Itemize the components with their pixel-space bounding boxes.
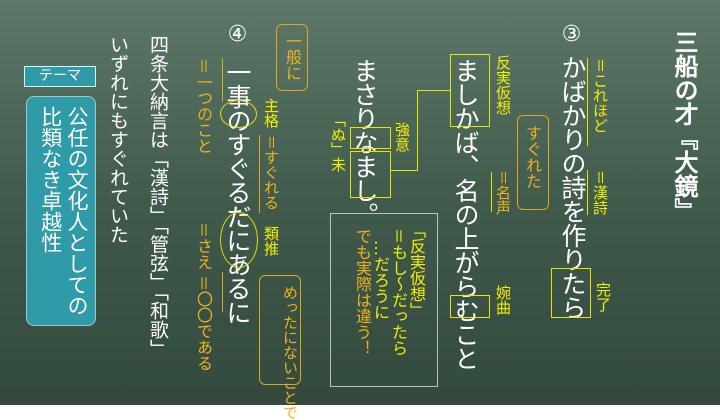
circle-no	[220, 100, 257, 128]
slide-title: 三船の才『大鏡』	[670, 30, 698, 222]
note-line-4: でも実際は違う！	[353, 228, 372, 356]
box-mashi	[450, 54, 490, 127]
gloss-sugureta: すぐれた	[523, 125, 542, 189]
box-tara	[551, 268, 591, 318]
section-number-4: ④	[225, 22, 250, 47]
circle-dani	[220, 212, 258, 268]
label-shukaku: 主格	[262, 98, 280, 128]
bubble-ippan	[276, 24, 308, 91]
kobun-line-1: かばかりの詩を作りたら	[558, 55, 587, 319]
label-enkyoku: 婉曲	[494, 285, 512, 315]
section-number-3: ③	[559, 22, 584, 47]
gloss-korehodo: ＝これほど	[591, 58, 609, 134]
note-line-2: ＝もし〜だったら	[389, 228, 408, 357]
box-mashi-2	[350, 151, 391, 198]
note-box	[330, 213, 438, 387]
note-line-3: …だろうに	[371, 240, 390, 320]
label-kanryo: 完了	[594, 282, 612, 312]
summary-line-2: いずれにもすぐれていた	[107, 35, 129, 244]
gloss-sugureru: ＝すぐれる	[262, 135, 280, 211]
theme-badge: テーマ	[24, 66, 96, 87]
kobun-line-2: ましかば、名の上がらむこと	[451, 58, 480, 370]
gloss-meisei: ＝名声	[494, 170, 512, 216]
gloss-mettaninai: めったにないことで	[281, 285, 299, 420]
gloss-hitotsu: ＝一つのこと	[194, 58, 213, 155]
note-line-1: 「反実仮想」	[407, 222, 426, 318]
label-kyoui: 強意	[393, 122, 411, 152]
kobun-line-3: まさりなまし。	[350, 58, 379, 226]
theme-text: 公任の文化人としての比類なき卓越性	[38, 106, 89, 316]
summary-line-1: 四条大納言は「漢詩」「管弦」「和歌」	[147, 35, 169, 358]
gloss-kanshi: ＝漢詩	[591, 170, 609, 216]
theme-box	[26, 96, 96, 326]
bubble-sugureta	[517, 115, 549, 210]
gloss-sae: ＝さえ ＝〇〇である	[194, 222, 213, 372]
bubble-metta	[259, 275, 301, 385]
label-nu-mizen: 「ぬ」未	[329, 112, 347, 172]
box-mu	[450, 295, 490, 318]
gloss-ippanni: 一般に	[283, 33, 302, 81]
label-ruisui: 類推	[262, 226, 280, 256]
box-na	[350, 127, 391, 149]
label-hanjitsu-kasou: 反実仮想	[494, 55, 512, 115]
